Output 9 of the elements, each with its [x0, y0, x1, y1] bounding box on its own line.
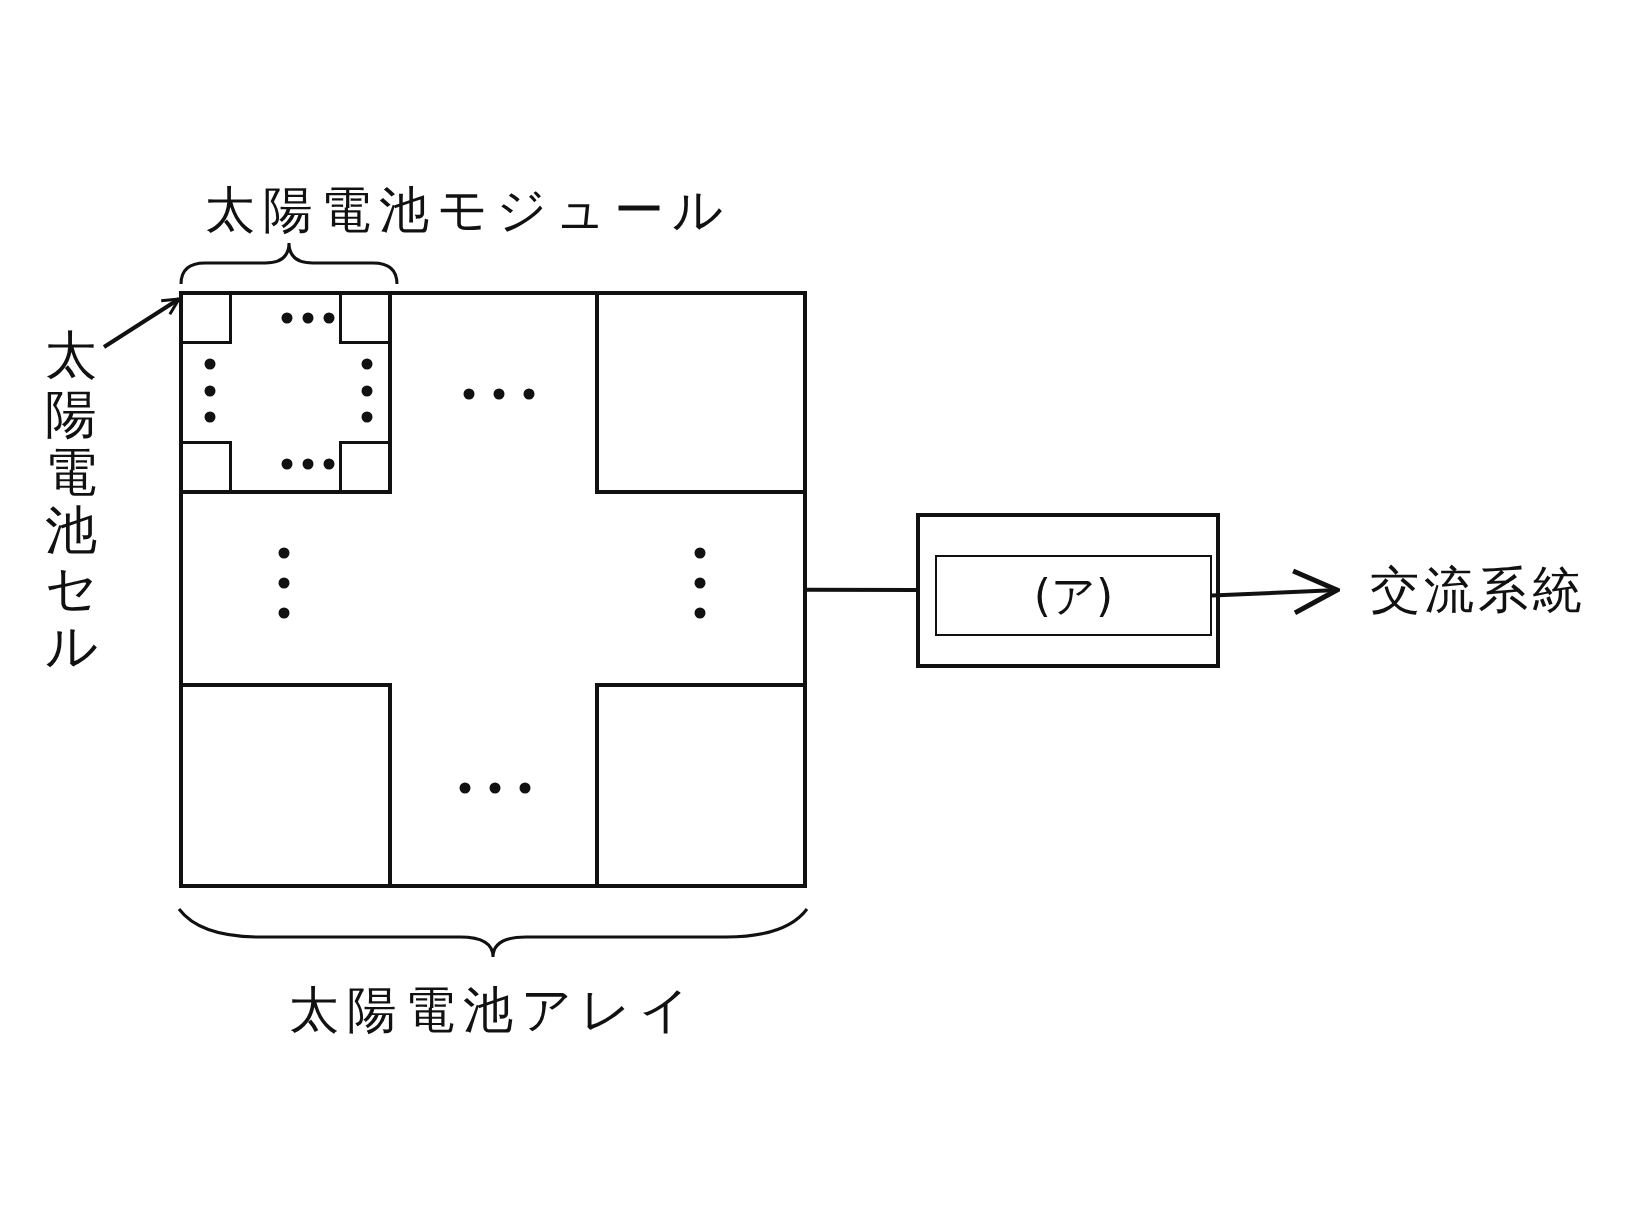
array-label: 太陽電池アレイ — [287, 980, 699, 1040]
arrow — [1211, 568, 1340, 616]
module-label: 太陽電池モジュール — [203, 180, 732, 240]
converter-box — [916, 513, 1220, 668]
ac-grid-label: 交流系統 — [1338, 555, 1618, 625]
cell-label: 太陽電池セル — [38, 326, 104, 676]
unknown-device-box: (ア) — [935, 555, 1212, 636]
connector-line — [807, 587, 916, 593]
leader-line — [102, 297, 181, 349]
